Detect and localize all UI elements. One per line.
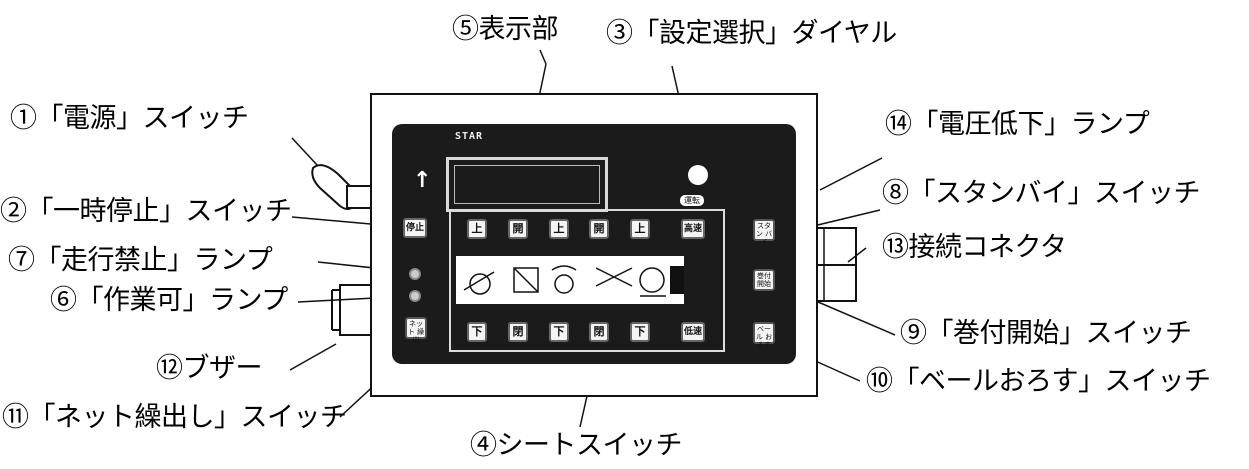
label-net-feed-switch: ⑪「ネット繰出し」スイッチ (2, 402, 347, 433)
dial-mode-label: 運転 (680, 195, 704, 206)
sheet-bottom-key-4[interactable]: 閉 (589, 322, 609, 342)
label-pause-switch: ②「一時停止」スイッチ (0, 196, 292, 227)
sheet-top-key-1[interactable]: 上 (467, 219, 487, 239)
standby-button[interactable]: スタン バイ (753, 219, 775, 246)
label-display: ⑤表示部 (452, 14, 559, 45)
label-buzzer: ⑫ブザー (156, 353, 263, 384)
buzzer-body (331, 284, 373, 336)
sheet-top-key-5[interactable]: 上 (630, 219, 650, 239)
sheet-top-key-6[interactable]: 高速 (681, 219, 705, 239)
label-no-travel-lamp: ⑦「走行禁止」ランプ (8, 245, 273, 276)
sheet-bottom-key-6[interactable]: 低速 (681, 322, 705, 342)
stop-button[interactable]: 停止 (403, 218, 427, 238)
sheet-bottom-key-3[interactable]: 下 (549, 322, 569, 342)
wrap-start-button[interactable]: 巻付 開始 (753, 269, 775, 291)
brand-logo: STAR (455, 131, 484, 142)
sheet-top-key-3[interactable]: 上 (549, 219, 569, 239)
label-wrap-start-switch: ⑨「巻付開始」スイッチ (900, 318, 1192, 349)
label-low-voltage-lamp: ⑭「電圧低下」ランプ (885, 109, 1150, 140)
leader-buzzer (289, 343, 337, 371)
sheet-top-key-4[interactable]: 開 (589, 219, 609, 239)
label-bale-down-switch: ⑩「ベールおろす」スイッチ (866, 366, 1211, 397)
net-feed-button[interactable]: ネット 繰出 (405, 317, 427, 344)
label-work-ok-lamp: ⑥「作業可」ランプ (50, 285, 288, 316)
setting-dial-knob[interactable] (688, 165, 708, 185)
bale-down-button[interactable]: ベール おろす (753, 322, 775, 349)
sheet-switch-area (449, 209, 725, 352)
up-arrow-icon: ↑ (413, 168, 432, 193)
leader-power (291, 137, 319, 167)
sheet-bottom-key-5[interactable]: 下 (630, 322, 650, 342)
label-setting-dial: ③「設定選択」ダイヤル (606, 18, 897, 49)
sheet-bottom-key-2[interactable]: 閉 (508, 322, 528, 342)
leader-display (539, 49, 547, 65)
sheet-bottom-key-1[interactable]: 下 (467, 322, 487, 342)
sheet-top-key-2[interactable]: 開 (508, 219, 528, 239)
label-standby-switch: ⑧「スタンバイ」スイッチ (882, 178, 1201, 209)
no-travel-lamp (409, 268, 421, 280)
work-ok-lamp (409, 290, 421, 302)
sheet-pictogram-strip (456, 256, 684, 304)
connector-body (815, 227, 857, 302)
label-power-switch: ①「電源」スイッチ (10, 103, 249, 134)
sheet-pictograms (463, 265, 684, 297)
label-sheet-switch: ④シートスイッチ (470, 430, 683, 461)
display-screen (446, 157, 608, 212)
leader-connector (847, 247, 867, 263)
leader-low-voltage (819, 157, 883, 191)
power-toggle (311, 164, 372, 210)
label-connector: ⑬接続コネクタ (882, 232, 1067, 263)
